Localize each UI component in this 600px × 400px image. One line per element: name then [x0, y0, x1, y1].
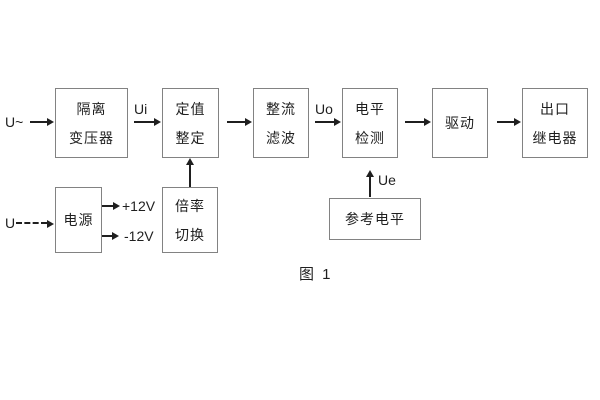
rectifier-filter-label-line2: 滤波 [266, 129, 296, 146]
plus-12v-label: +12V [122, 198, 156, 214]
isolation-transformer-block: 隔离 变压器 [55, 88, 128, 158]
arrow-reference-level-to-level-detect [366, 170, 374, 197]
minus-12v-label: -12V [124, 228, 154, 244]
arrow-power-to-plus12v [102, 202, 120, 210]
arrow-udc-to-power-supply [16, 220, 54, 228]
arrow-ratio-switch-to-setpoint [186, 158, 194, 187]
reference-level-label: 参考电平 [345, 211, 405, 227]
drive-label: 驱动 [445, 115, 475, 131]
uo-signal-label: Uo [315, 101, 333, 117]
setpoint-setting-label-line2: 整定 [175, 129, 206, 146]
power-supply-label: 电源 [63, 212, 94, 228]
isolation-transformer-label-line2: 变压器 [69, 129, 114, 146]
ui-signal-label: Ui [134, 101, 148, 117]
ratio-switch-label-line1: 倍率 [175, 197, 205, 214]
arrow-isolation-transformer-to-setpoint [134, 118, 161, 126]
setpoint-setting-block: 定值 整定 [162, 88, 219, 158]
output-relay-label-line2: 继电器 [532, 129, 578, 146]
ratio-switch-block: 倍率 切换 [162, 187, 218, 253]
rectifier-filter-block: 整流 滤波 [253, 88, 309, 158]
arrow-level-detect-to-drive [405, 118, 431, 126]
output-relay-label-line1: 出口 [540, 100, 570, 117]
arrow-rectifier-to-level-detect [315, 118, 341, 126]
reference-level-block: 参考电平 [329, 198, 421, 240]
level-detect-label-line1: 电平 [355, 100, 385, 117]
figure-caption: 图 1 [299, 266, 333, 283]
arrow-power-to-minus12v [102, 232, 119, 240]
level-detect-block: 电平 检测 [342, 88, 398, 158]
dc-input-label: U [5, 215, 16, 231]
arrow-setpoint-to-rectifier [227, 118, 252, 126]
power-supply-block: 电源 [55, 187, 102, 253]
drive-block: 驱动 [432, 88, 488, 158]
ac-input-label: U~ [5, 114, 24, 130]
level-detect-label-line2: 检测 [355, 129, 385, 146]
setpoint-setting-label-line1: 定值 [175, 100, 206, 117]
ratio-switch-label-line2: 切换 [175, 226, 205, 243]
ue-signal-label: Ue [378, 172, 396, 188]
arrow-drive-to-output-relay [497, 118, 521, 126]
output-relay-block: 出口 继电器 [522, 88, 588, 158]
isolation-transformer-label-line1: 隔离 [76, 100, 107, 117]
arrow-uac-to-isolation-transformer [30, 118, 54, 126]
rectifier-filter-label-line1: 整流 [266, 100, 296, 117]
